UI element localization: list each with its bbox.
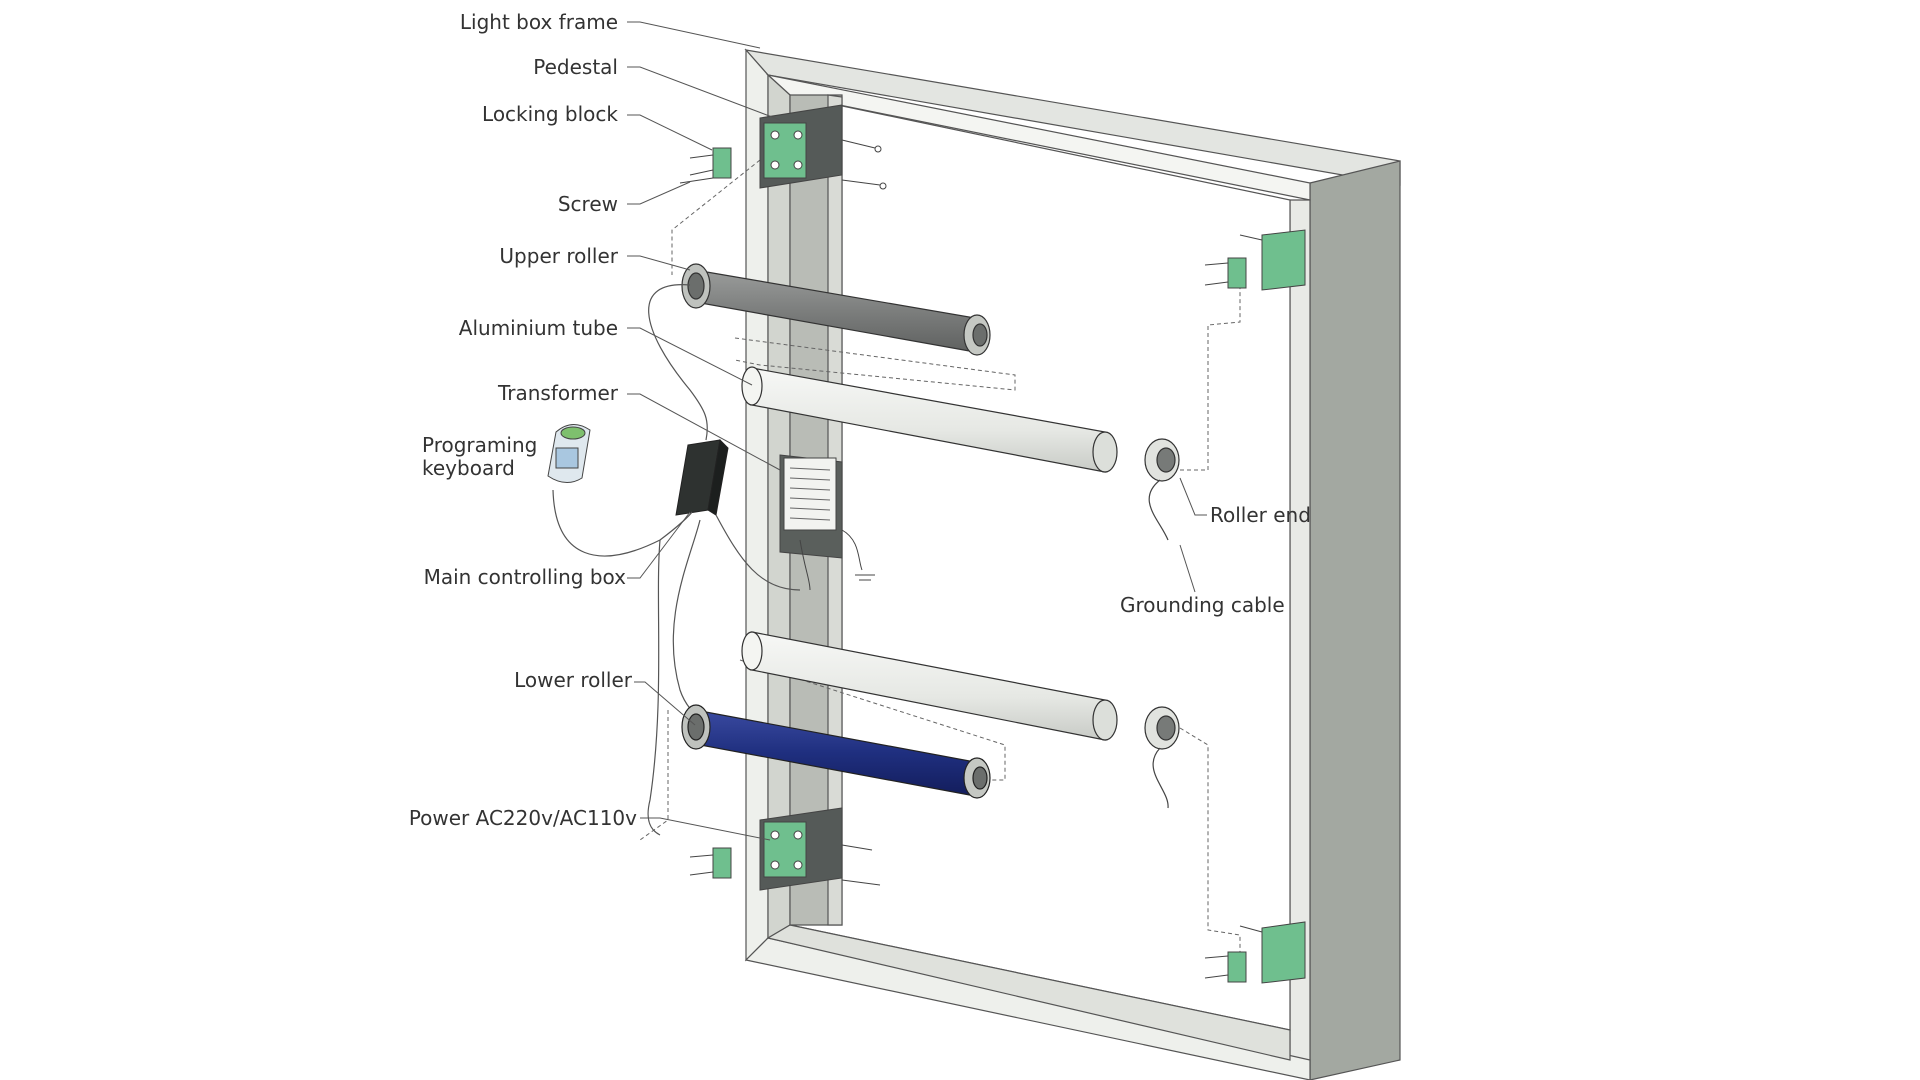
label-power: Power AC220v/AC110v bbox=[409, 806, 637, 830]
programing-keyboard-device bbox=[547, 424, 591, 483]
upper-right-pedestal bbox=[1204, 229, 1306, 291]
lower-left-pedestal bbox=[759, 807, 881, 891]
upper-left-pedestal bbox=[759, 104, 887, 190]
upper-left-locking-block bbox=[679, 147, 732, 184]
label-pedestal: Pedestal bbox=[533, 55, 618, 79]
label-roller-end: Roller end bbox=[1210, 503, 1311, 527]
upper-roller-end bbox=[1144, 438, 1180, 541]
label-locking-block: Locking block bbox=[482, 102, 618, 126]
label-transformer: Transformer bbox=[497, 381, 619, 405]
lower-right-pedestal bbox=[1204, 921, 1306, 984]
upper-roller bbox=[681, 263, 991, 356]
label-aluminium-tube: Aluminium tube bbox=[459, 316, 618, 340]
transformer bbox=[779, 454, 875, 591]
label-main-controlling-box: Main controlling box bbox=[424, 565, 627, 589]
lower-roller-end bbox=[1144, 706, 1180, 809]
label-upper-roller: Upper roller bbox=[499, 244, 618, 268]
callout-labels: Light box frame Pedestal Locking block S… bbox=[409, 10, 1311, 830]
label-screw: Screw bbox=[558, 192, 618, 216]
lower-aluminium-tube bbox=[741, 631, 1118, 741]
lower-left-locking-block bbox=[689, 847, 732, 879]
leader-lines bbox=[627, 21, 1207, 841]
upper-aluminium-tube bbox=[741, 366, 1118, 473]
lower-roller bbox=[681, 704, 991, 799]
label-light-box-frame: Light box frame bbox=[460, 10, 618, 34]
label-programing-keyboard-line1: Programing bbox=[422, 433, 537, 457]
label-grounding-cable: Grounding cable bbox=[1120, 593, 1285, 617]
label-lower-roller: Lower roller bbox=[514, 668, 633, 692]
main-controlling-box bbox=[675, 438, 729, 516]
label-programing-keyboard-line2: keyboard bbox=[422, 456, 515, 480]
cables bbox=[552, 284, 801, 836]
